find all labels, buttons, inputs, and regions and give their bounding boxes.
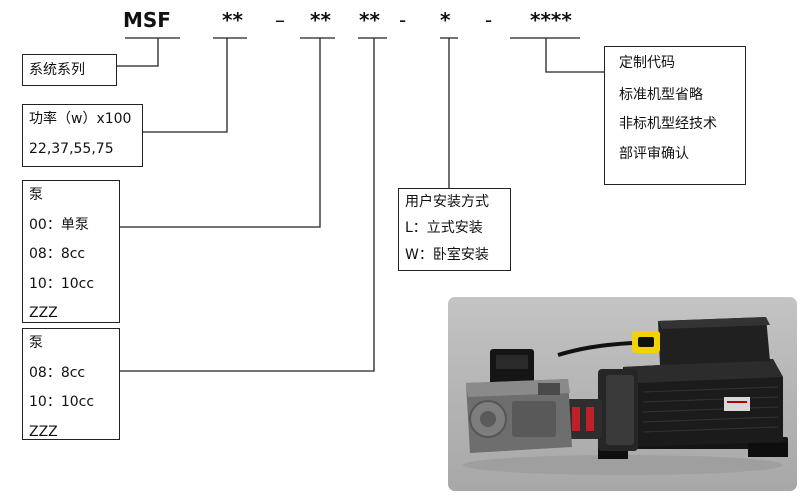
install-box-line-3: W：卧室安装 [405,247,489,263]
code-pump2-slot: ** [359,8,380,32]
leader-custom [545,38,604,73]
pump-box-line-1: 泵 [29,187,43,203]
install-box: 用户安装方式 L：立式安装 W：卧室安装 [398,188,511,271]
series-box: 系统系列 [22,54,117,86]
leader-series [117,38,159,67]
leader-pump [120,38,321,228]
leader-power [142,38,228,133]
floor-shadow [463,455,783,475]
custom-code-box: 定制代码 标准机型省略 非标机型经技术 部评审确认 [604,46,746,185]
code-install-slot: * [440,8,451,32]
power-box-line-2: 22,37,55,75 [29,140,114,157]
pump-box-line-4: 10：10cc [29,275,95,292]
pump2-box-line-3: 10：10cc [29,394,95,410]
pump-box-line-5: ZZZ [29,305,58,321]
terminal-box [658,317,770,365]
code-power-slot: ** [222,8,243,32]
coupling [566,399,602,439]
install-box-line-1: 用户安装方式 [405,194,489,210]
nameplate [724,397,750,411]
pump2-box: 泵 08：8cc 10：10cc ZZZ [22,328,120,440]
leader-pump2 [120,38,375,372]
code-custom-slot: **** [530,8,572,32]
power-box: 功率（w）x100 22,37,55,75 [22,104,143,167]
code-series: MSF [123,8,171,32]
custom-box-line-3: 非标机型经技术 [619,116,717,132]
pump-box-line-3: 08：8cc [29,246,86,262]
power-box-line-1: 功率（w）x100 [29,111,132,127]
code-separator-2: - [399,8,407,32]
pump2-box-line-4: ZZZ [29,423,58,440]
pump-box: 泵 00：单泵 08：8cc 10：10cc ZZZ [22,180,120,323]
hydraulic-power-unit-image [448,297,797,491]
code-separator-1: – [275,8,285,32]
series-box-line-1: 系统系列 [29,62,85,78]
code-pump-slot: ** [310,8,331,32]
custom-box-line-1: 定制代码 [619,55,675,71]
code-separator-3: - [485,8,493,32]
pump2-box-line-1: 泵 [29,335,43,351]
custom-box-line-2: 标准机型省略 [619,86,703,103]
cable [557,341,633,357]
pump2-box-line-2: 08：8cc [29,364,86,381]
pump-box-line-2: 00：单泵 [29,216,89,233]
install-box-line-2: L：立式安装 [405,220,483,236]
custom-box-line-4: 部评审确认 [619,145,689,162]
